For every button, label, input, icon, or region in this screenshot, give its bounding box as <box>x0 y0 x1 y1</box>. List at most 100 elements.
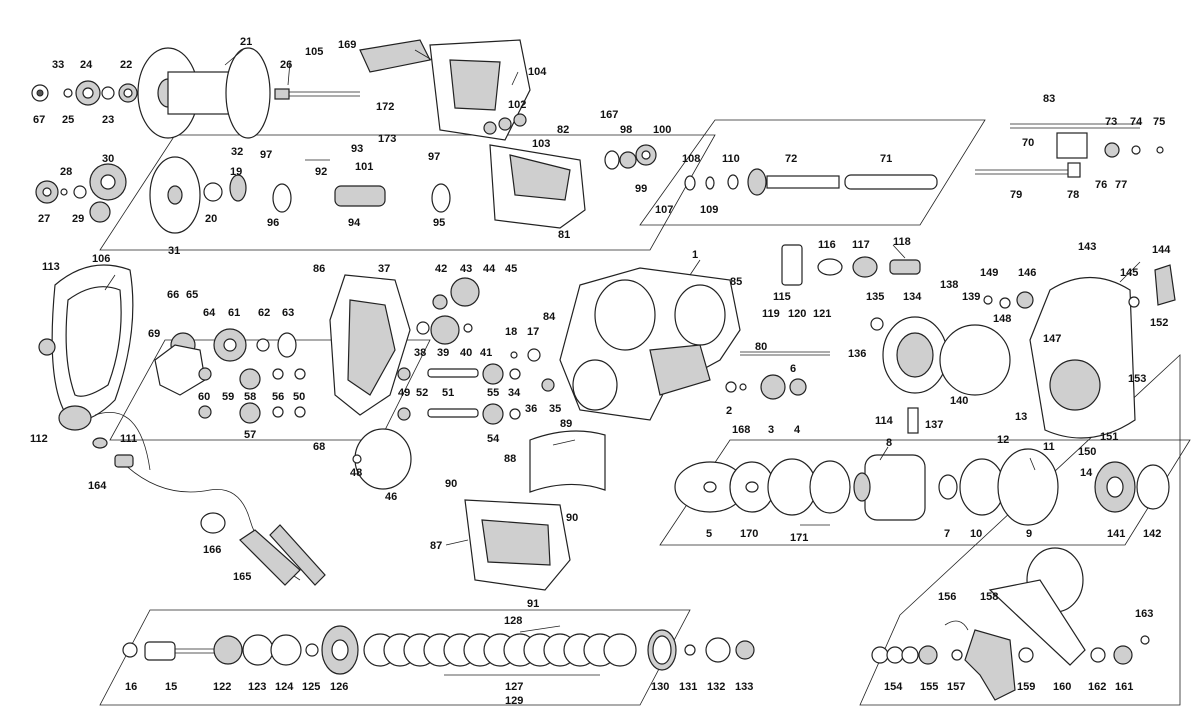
part-label-5: 5 <box>706 528 712 540</box>
part-label-22: 22 <box>120 59 132 71</box>
part-label-117: 117 <box>852 239 870 251</box>
part-label-138: 138 <box>940 279 958 291</box>
part-label-54: 54 <box>487 433 500 445</box>
part-label-2: 2 <box>726 405 732 417</box>
part-label-66: 66 <box>167 289 179 301</box>
part-label-97b: 97 <box>428 151 440 163</box>
part-label-3: 3 <box>768 424 774 436</box>
part-label-40: 40 <box>460 347 472 359</box>
part-label-9: 9 <box>1026 528 1032 540</box>
part-label-163: 163 <box>1135 608 1153 620</box>
part-label-168: 168 <box>732 424 750 436</box>
part-label-30: 30 <box>102 153 114 165</box>
part-label-94: 94 <box>348 217 361 229</box>
part-label-107: 107 <box>655 204 673 216</box>
part-label-145: 145 <box>1120 267 1138 279</box>
part-label-147: 147 <box>1043 333 1061 345</box>
part-label-61: 61 <box>228 307 240 319</box>
part-label-123: 123 <box>248 681 266 693</box>
part-label-125: 125 <box>302 681 320 693</box>
part-label-150: 150 <box>1078 446 1096 458</box>
part-label-17: 17 <box>527 326 539 338</box>
part-label-144: 144 <box>1152 244 1171 256</box>
part-label-99: 99 <box>635 183 647 195</box>
part-label-170: 170 <box>740 528 758 540</box>
part-label-45: 45 <box>505 263 517 275</box>
part-label-69: 69 <box>148 328 160 340</box>
spool-assembly <box>31 47 360 139</box>
part-label-131: 131 <box>679 681 697 693</box>
part-label-67: 67 <box>33 114 45 126</box>
part-label-79: 79 <box>1010 189 1022 201</box>
part-label-21: 21 <box>240 36 252 48</box>
part-label-148: 148 <box>993 313 1011 325</box>
part-label-110: 110 <box>722 153 740 165</box>
gearbox-internals <box>154 274 521 490</box>
part-label-166: 166 <box>203 544 221 556</box>
part-label-41: 41 <box>480 347 492 359</box>
part-label-155: 155 <box>920 681 938 693</box>
part-label-76: 76 <box>1095 179 1107 191</box>
part-label-18: 18 <box>505 326 517 338</box>
cover-169 <box>359 39 431 73</box>
part-label-139: 139 <box>962 291 980 303</box>
part-label-105: 105 <box>305 46 323 58</box>
part-label-62: 62 <box>258 307 270 319</box>
part-label-151: 151 <box>1100 431 1118 443</box>
tray-motor <box>659 439 1191 546</box>
part-label-64: 64 <box>203 307 216 319</box>
part-label-56: 56 <box>272 391 284 403</box>
part-label-4: 4 <box>794 424 801 436</box>
part-label-8: 8 <box>886 437 892 449</box>
part-label-118: 118 <box>893 236 911 248</box>
part-label-33: 33 <box>52 59 64 71</box>
handle-assembly <box>871 547 1150 701</box>
part-label-31: 31 <box>168 245 180 257</box>
part-label-48: 48 <box>350 467 362 479</box>
part-label-25: 25 <box>62 114 74 126</box>
part-label-162: 162 <box>1088 681 1106 693</box>
part-label-51: 51 <box>442 387 454 399</box>
part-label-38: 38 <box>414 347 426 359</box>
part-label-84: 84 <box>543 311 556 323</box>
part-label-113: 113 <box>42 261 60 273</box>
part-label-121: 121 <box>813 308 831 320</box>
part-label-50: 50 <box>293 391 305 403</box>
part-label-55: 55 <box>487 387 499 399</box>
part-label-28: 28 <box>60 166 72 178</box>
top-covers <box>359 39 586 229</box>
part-label-26: 26 <box>280 59 292 71</box>
part-label-58: 58 <box>244 391 256 403</box>
part-label-88: 88 <box>504 453 516 465</box>
part-label-74: 74 <box>1130 116 1143 128</box>
part-label-167: 167 <box>600 109 618 121</box>
part-label-42: 42 <box>435 263 447 275</box>
part-label-36: 36 <box>525 403 537 415</box>
part-label-133: 133 <box>735 681 753 693</box>
part-label-49: 49 <box>398 387 410 399</box>
right-side-assembly <box>725 244 1176 439</box>
part-label-90a: 90 <box>445 478 457 490</box>
part-label-154: 154 <box>884 681 903 693</box>
part-label-35: 35 <box>549 403 561 415</box>
part-label-173: 173 <box>378 133 396 145</box>
part-label-106: 106 <box>92 253 110 265</box>
part-label-85: 85 <box>730 276 742 288</box>
tray-clutch-stack <box>99 609 691 706</box>
part-label-78: 78 <box>1067 189 1079 201</box>
part-label-109: 109 <box>700 204 718 216</box>
part-label-120: 120 <box>788 308 806 320</box>
part-label-32: 32 <box>231 146 243 158</box>
part-label-137: 137 <box>925 419 943 431</box>
part-label-119: 119 <box>762 308 780 320</box>
part-label-143: 143 <box>1078 241 1096 253</box>
part-label-101: 101 <box>355 161 373 173</box>
part-label-43: 43 <box>460 263 472 275</box>
part-label-156: 156 <box>938 591 956 603</box>
part-label-164: 164 <box>88 480 107 492</box>
part-label-14: 14 <box>1080 467 1093 479</box>
part-label-60: 60 <box>198 391 210 403</box>
part-label-34: 34 <box>508 387 521 399</box>
part-label-52: 52 <box>416 387 428 399</box>
